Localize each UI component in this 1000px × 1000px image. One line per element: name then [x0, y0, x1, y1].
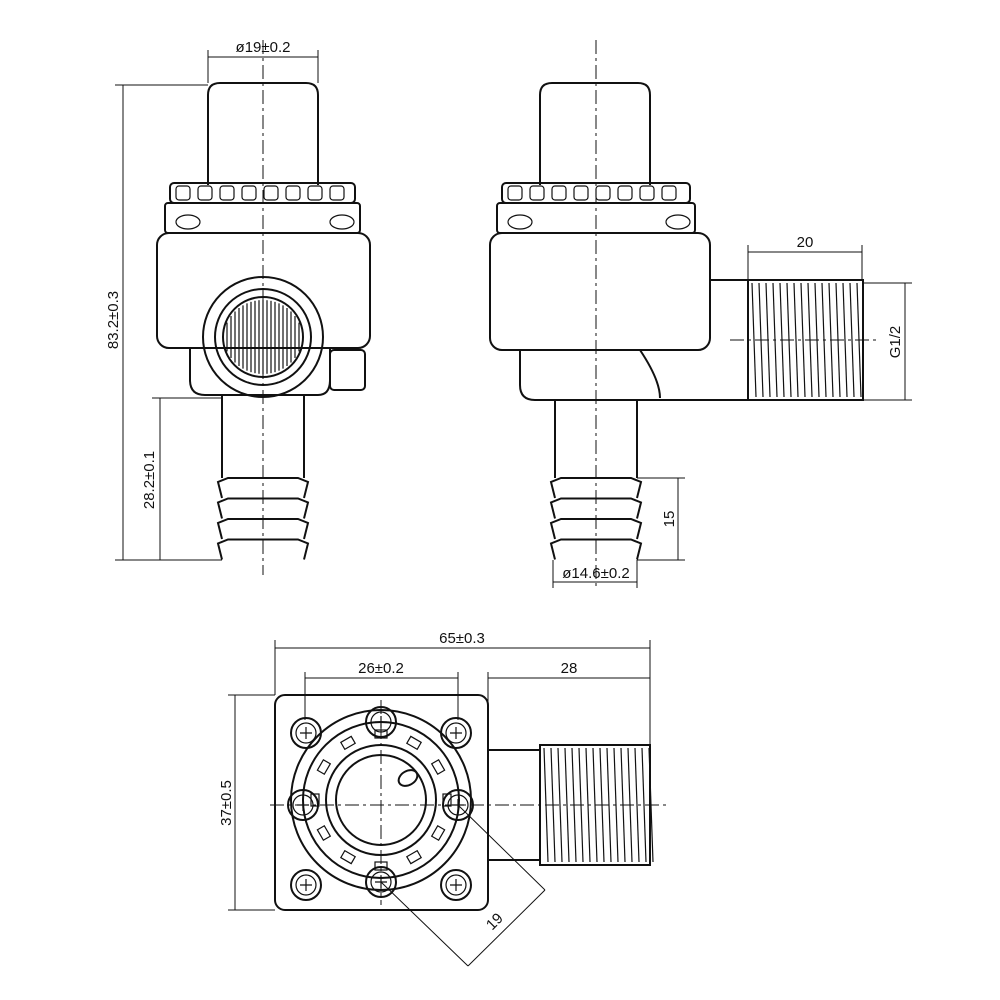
- rib: [197, 185, 213, 201]
- rib: [307, 185, 323, 201]
- rib: [263, 185, 279, 201]
- rib: [175, 185, 191, 201]
- top-ribs: [175, 185, 355, 230]
- screw-icon: [290, 717, 322, 749]
- screw-icon: [440, 717, 472, 749]
- dim-plate-height: 37±0.5: [218, 780, 235, 826]
- rib: [573, 185, 589, 201]
- rib: [285, 185, 301, 201]
- front-view: ø19±0.2 83.2±0.3 28.2±0.1: [105, 39, 371, 575]
- rib: [551, 185, 567, 201]
- rib: [617, 185, 633, 201]
- dim-barb-height: 28.2±0.1: [141, 451, 158, 509]
- rib: [241, 185, 257, 201]
- dim-total-height: 83.2±0.3: [105, 291, 122, 349]
- rib: [595, 185, 611, 201]
- bottom-view: 65±0.3 26±0.2 28 37±0.5 19: [218, 630, 670, 967]
- dim-thread-offset: 28: [561, 660, 578, 677]
- rib: [219, 185, 235, 201]
- barb-ring: [549, 538, 643, 560]
- dim-screw-spacing: 26±0.2: [358, 660, 404, 677]
- dim-barb-length: 15: [661, 511, 678, 528]
- rib: [661, 185, 677, 201]
- dim-thread-length: 20: [797, 234, 814, 251]
- screw-icon: [440, 869, 472, 901]
- dim-total-width: 65±0.3: [439, 630, 485, 647]
- rib: [507, 185, 523, 201]
- screw-icon: [365, 866, 397, 898]
- rib: [529, 185, 545, 201]
- barb-ring: [216, 538, 310, 560]
- side-view: 20 G1/2 15 ø14.6±0.2: [489, 40, 912, 590]
- dim-barb-diameter: ø14.6±0.2: [562, 565, 629, 582]
- rib: [329, 185, 345, 201]
- dim-diagonal: 19: [483, 910, 507, 934]
- rib: [639, 185, 655, 201]
- dim-thread-spec: G1/2: [887, 326, 904, 359]
- screw-icon: [290, 869, 322, 901]
- dim-cap-diameter: ø19±0.2: [236, 39, 291, 56]
